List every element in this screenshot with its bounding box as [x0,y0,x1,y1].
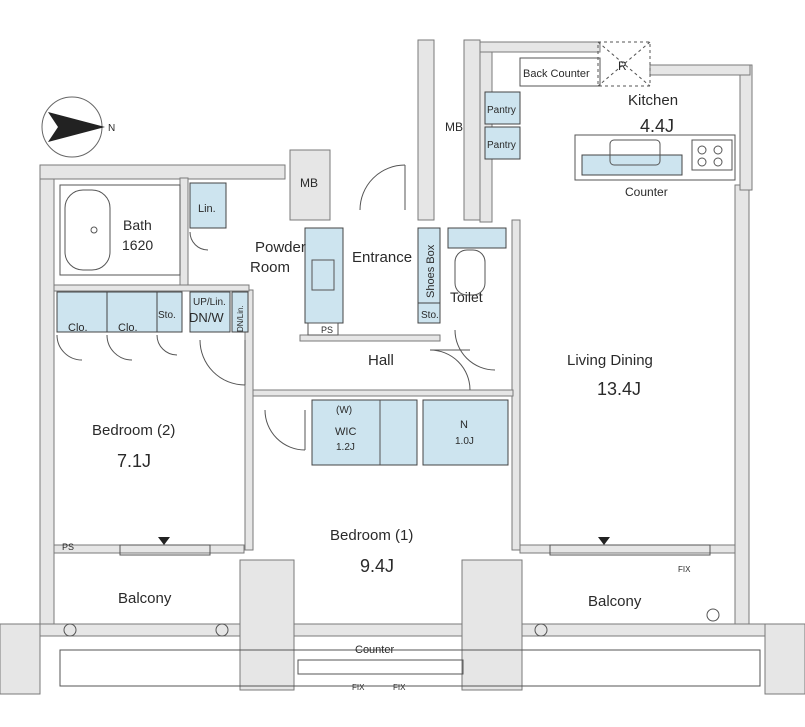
balcony-label: Balcony [588,593,642,610]
windows [119,544,711,675]
window-marker-icon [158,537,170,545]
bath-size: 1620 [122,237,153,253]
mb-label: MB [300,176,318,190]
toilet-label: Toilet [450,289,483,305]
counter-label: Counter [355,644,394,656]
powder-room-label: Powder [255,239,306,256]
laundry-label: DN/W [189,310,224,325]
fix-label: FIX [393,683,406,692]
balcony-label: Balcony [118,590,172,607]
n-closet-label: N [460,419,468,431]
n-closet-size: 1.0J [455,436,474,447]
shoes-box-label: Shoes Box [425,244,437,298]
window-marker-icon [598,537,610,545]
wic-size: 1.2J [336,442,355,453]
bath-area [59,182,344,333]
compass-label: N [108,123,115,134]
doors [56,164,496,451]
refrigerator-label: R [618,59,627,73]
walls [0,39,805,695]
wic-label: WIC [335,426,356,438]
fix-label: FIX [678,565,691,574]
closet-label: Clo. [68,322,88,334]
bedroom2-size: 7.1J [117,451,151,471]
pantry-label: Pantry [487,140,516,151]
compass: N [41,96,115,158]
living-dining-name: Living Dining [567,352,653,369]
bedroom1-name: Bedroom (1) [330,527,413,544]
linen-label: Lin. [198,203,216,215]
back-counter-label: Back Counter [523,68,590,80]
entrance-label: Entrance [352,249,412,266]
kitchen-area [484,41,736,181]
storage-label: Sto. [158,310,176,321]
bedroom2-closets [56,291,183,333]
bedroom1-size: 9.4J [360,556,394,576]
ps-label: PS [321,325,333,335]
toilet-area [307,227,507,336]
laundry-label: UP/Lin. [193,297,226,308]
kitchen-name: Kitchen [628,92,678,109]
drains [63,608,720,637]
living-dining-size: 13.4J [597,379,641,399]
entrance-storage-label: Sto. [421,310,439,321]
bedroom2-name: Bedroom (2) [92,422,175,439]
hall-label: Hall [368,352,394,369]
kitchen-size: 4.4J [640,116,674,136]
pantry-label: Pantry [487,105,516,116]
laundry-vertical-label: DN/Lin. [236,305,245,332]
north-arrow-icon [48,112,105,142]
storage-closets [311,399,509,466]
powder-room-label: Room [250,259,290,276]
room-labels: Back Counter R Kitchen 4.4J Pantry Pantr… [62,59,691,692]
closet-label: Clo. [118,322,138,334]
fix-label: FIX [352,683,365,692]
mb-label: MB [445,120,463,134]
ps-label: PS [62,542,74,552]
wic-label: (W) [336,405,352,416]
kitchen-counter-label: Counter [625,185,668,199]
bath-name: Bath [123,217,152,233]
